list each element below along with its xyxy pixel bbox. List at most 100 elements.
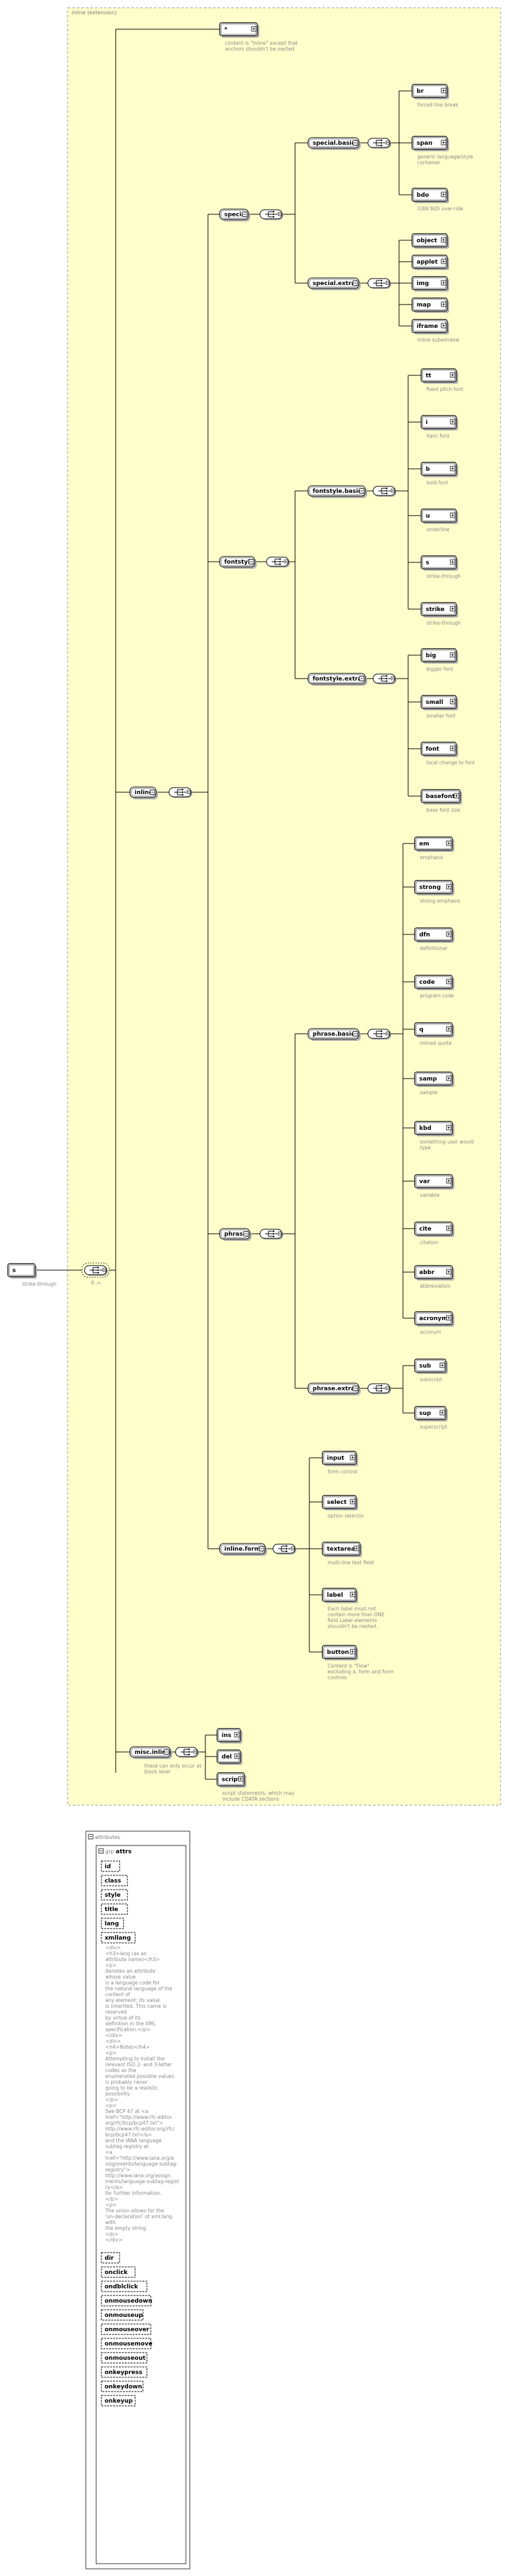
element-ins[interactable]: ins xyxy=(216,1728,242,1744)
attribute-onkeyup[interactable]: onkeyup xyxy=(101,2395,136,2407)
element-object[interactable]: object xyxy=(411,233,449,249)
attribute-ondblclick[interactable]: ondblclick xyxy=(101,2281,148,2292)
annotation-text: fixed pitch font xyxy=(426,386,463,392)
attribute-onmouseup[interactable]: onmouseup xyxy=(101,2309,144,2321)
documentation-text: any element; its value xyxy=(105,1997,160,2003)
element-star[interactable]: *content is "Inline" except thatanchors … xyxy=(219,22,298,52)
attribute-label: onmouseover xyxy=(105,2327,149,2333)
fontstyle-basic-choice-icon xyxy=(372,486,396,497)
element-label: ins xyxy=(222,1732,231,1739)
element-label: kbd xyxy=(419,1125,432,1132)
group-label: fontstyle.basic xyxy=(313,488,361,495)
documentation-text: </div> xyxy=(105,2032,122,2038)
attribute-onkeypress[interactable]: onkeypress xyxy=(101,2366,148,2378)
element-label: strike xyxy=(426,606,445,613)
element-label: del xyxy=(222,1754,232,1760)
attribute-onmousemove[interactable]: onmousemove xyxy=(101,2338,153,2349)
inline-forms-choice-icon xyxy=(272,1544,296,1555)
group-fontstyle[interactable]: fontstyle xyxy=(219,556,257,569)
attribute-onmouseout[interactable]: onmouseout xyxy=(101,2352,148,2364)
group-special_basic[interactable]: special.basic xyxy=(307,137,361,150)
attribute-title[interactable]: title xyxy=(101,1903,128,1915)
attribute-style[interactable]: style xyxy=(101,1889,128,1901)
element-del[interactable]: del xyxy=(216,1749,242,1765)
element-label: i xyxy=(426,419,428,426)
documentation-text: <p> xyxy=(105,2050,116,2056)
group-phrase_extra[interactable]: phrase.extra xyxy=(307,1382,361,1395)
documentation-text: specification.</p> xyxy=(105,2027,151,2032)
attribute-dir[interactable]: dir xyxy=(101,2252,120,2264)
element-label: q xyxy=(419,1027,423,1033)
attribute-onmouseover[interactable]: onmouseover xyxy=(101,2323,151,2335)
group-label: phrase.extra xyxy=(313,1386,355,1392)
element-applet[interactable]: applet xyxy=(411,255,449,270)
annotation-text: generic language/style xyxy=(417,154,473,160)
annotation-text: field Label elements xyxy=(328,1618,377,1623)
element-label: s xyxy=(12,1268,16,1274)
group-special_extra[interactable]: special.extra xyxy=(307,277,361,290)
attribute-onkeydown[interactable]: onkeydown xyxy=(101,2381,144,2392)
element-img[interactable]: img xyxy=(411,276,449,292)
documentation-text: href="http://www.rfc-editor. xyxy=(105,2114,173,2120)
attribute-xmllang[interactable]: xmllang xyxy=(101,1932,136,1944)
attribute-class[interactable]: class xyxy=(101,1875,128,1886)
group-inline[interactable]: inline xyxy=(129,786,158,799)
annotation-text: something user would xyxy=(420,1139,474,1145)
attribute-lang[interactable]: lang xyxy=(101,1918,124,1929)
annotation-text: these can only occur at xyxy=(144,1763,201,1769)
group-fontstyle_extra[interactable]: fontstyle.extra xyxy=(307,673,367,686)
group-phrase_basic[interactable]: phrase.basic xyxy=(307,1028,361,1041)
attribute-label: onkeyup xyxy=(105,2398,133,2405)
group-misc_inline[interactable]: misc.inline xyxy=(129,1746,172,1759)
documentation-text: ments/language-subtag-regist xyxy=(105,2179,179,2184)
group-inline_forms[interactable]: inline.forms xyxy=(219,1543,267,1556)
element-label: map xyxy=(417,302,431,308)
element-map[interactable]: map xyxy=(411,297,449,313)
group-special[interactable]: special xyxy=(219,208,250,221)
attribute-onmousedown[interactable]: onmousedown xyxy=(101,2295,152,2307)
fontstyle-choice-icon xyxy=(266,556,290,568)
attribute-id[interactable]: id xyxy=(101,1860,120,1872)
documentation-text: See BCP 47 at <a xyxy=(105,2108,148,2114)
attribute-label: ondblclick xyxy=(105,2284,138,2290)
group-fontstyle_basic[interactable]: fontstyle.basic xyxy=(307,485,367,498)
attribute-onclick[interactable]: onclick xyxy=(101,2266,136,2278)
attribute-label: style xyxy=(105,1892,121,1899)
group-phrase[interactable]: phrase xyxy=(219,1228,252,1241)
element-label: select xyxy=(327,1499,347,1506)
